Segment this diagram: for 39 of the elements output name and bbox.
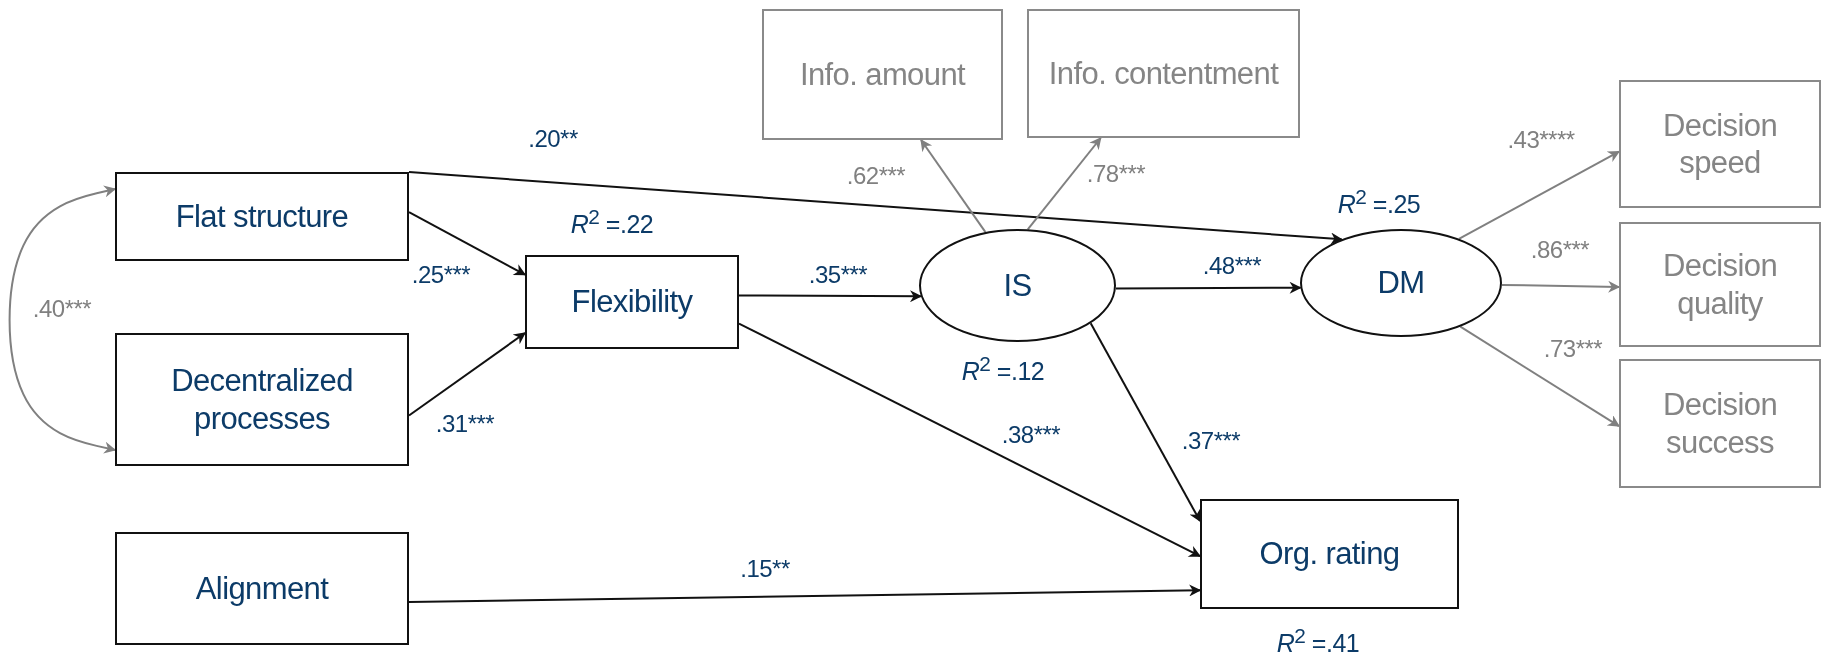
arrow — [408, 332, 526, 417]
variable-box — [1619, 222, 1821, 347]
variable-label: Decentralized processes — [170, 362, 354, 437]
r-squared-label: R$^{2}$ =.22 — [570, 204, 654, 240]
r-squared-label: R$^{2}$ =.12 — [961, 351, 1045, 387]
variable-label: Info. contentment — [1048, 54, 1279, 93]
variable-label: Decision quality — [1661, 247, 1779, 322]
variable-box — [1619, 80, 1821, 208]
variable-label: Flexibility — [571, 283, 693, 321]
arrow — [1114, 281, 1302, 294]
variable-box — [762, 9, 1003, 140]
variable-label: Flat structure — [175, 197, 349, 236]
arrow — [1459, 325, 1620, 428]
variable-label: IS — [1003, 266, 1032, 305]
arrow — [408, 584, 1202, 604]
variable-box — [1200, 499, 1459, 609]
arrow — [408, 171, 1343, 245]
variable-box — [525, 255, 739, 349]
variable-label: Info. amount — [799, 55, 966, 94]
variable-label: Alignment — [195, 569, 329, 608]
arrow — [738, 290, 922, 303]
variable-box — [1619, 359, 1821, 488]
arrow — [1089, 322, 1201, 523]
variable-label: Org. rating — [1259, 535, 1400, 573]
arrow — [1026, 137, 1102, 231]
variable-box — [1027, 9, 1300, 138]
variable-box — [115, 532, 409, 645]
variable-box — [115, 333, 409, 466]
variable-label: Decision success — [1661, 386, 1779, 461]
double-headed-arrow — [8, 185, 117, 454]
r-squared-label: R$^{2}$ =.25 — [1337, 184, 1421, 220]
arrow — [738, 322, 1202, 558]
arrow — [1457, 150, 1621, 240]
r-squared-label: R$^{2}$ =.41 — [1276, 623, 1360, 659]
arrow — [408, 211, 527, 276]
variable-label: Decision speed — [1661, 106, 1779, 182]
arrow — [1500, 280, 1621, 293]
variable-label: DM — [1377, 264, 1425, 302]
variable-box — [115, 172, 409, 261]
